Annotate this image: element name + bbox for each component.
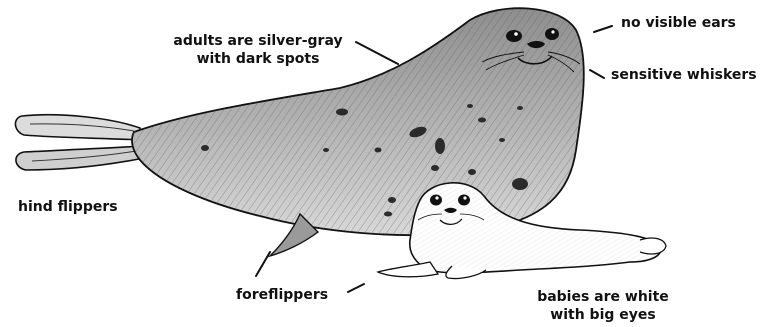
pointer-adults (356, 42, 398, 64)
label-babies-line2: with big eyes (528, 306, 678, 324)
label-adults: adults are silver-gray with dark spots (168, 32, 348, 68)
pointer-foreflippers-pup (348, 284, 364, 292)
label-foreflippers: foreflippers (236, 286, 346, 304)
pointer-whiskers (590, 70, 604, 78)
pointer-foreflippers (256, 252, 270, 276)
pup-eye-right (458, 195, 470, 206)
label-hind-flippers: hind flippers (18, 198, 148, 216)
label-adults-line1: adults are silver-gray (168, 32, 348, 50)
adult-eye-left (506, 30, 522, 42)
label-babies: babies are white with big eyes (528, 288, 678, 324)
pup-eye-left (430, 195, 442, 206)
label-no-visible-ears: no visible ears (621, 14, 751, 32)
label-sensitive-whiskers: sensitive whiskers (611, 66, 761, 84)
label-adults-line2: with dark spots (168, 50, 348, 68)
label-babies-line1: babies are white (528, 288, 678, 306)
adult-eye-right (545, 28, 559, 40)
pointer-ears (594, 26, 612, 32)
pup-foreflipper (378, 262, 438, 277)
hind-flippers (15, 115, 144, 170)
